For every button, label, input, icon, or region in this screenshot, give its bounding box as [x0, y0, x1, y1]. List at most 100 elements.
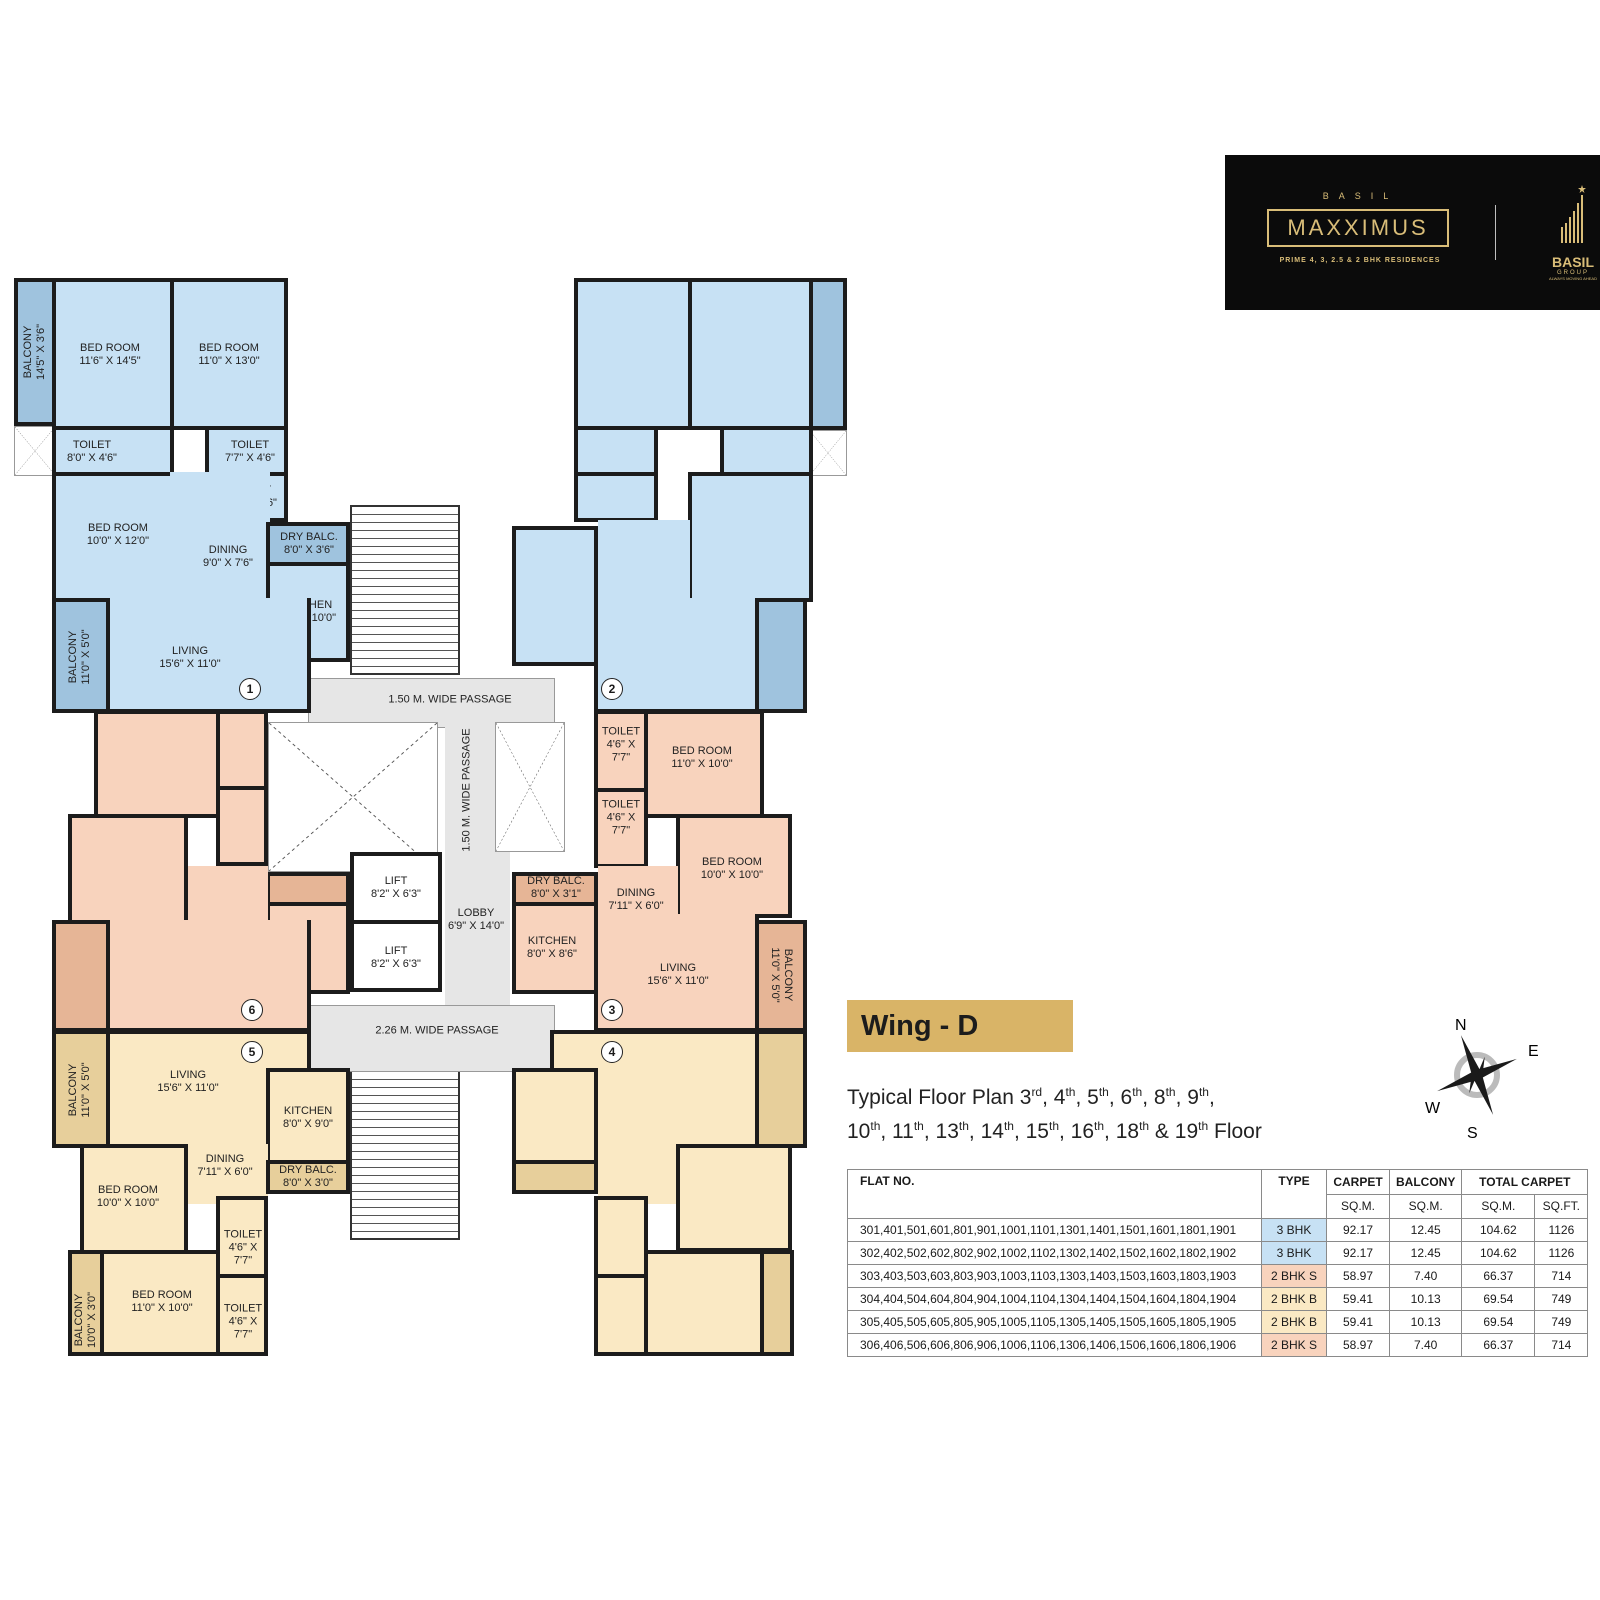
cell-flats: 302,402,502,602,802,902,1002,1102,1302,1… [847, 1241, 1262, 1265]
cell-balcony: 10.13 [1388, 1287, 1463, 1311]
table-row: 302,402,502,602,802,902,1002,1102,1302,1… [847, 1241, 1589, 1265]
cell-total-sqm: 66.37 [1461, 1264, 1536, 1288]
passage-bottom-label: 2.26 M. WIDE PASSAGE [375, 1024, 499, 1037]
flat6-toilet-2 [216, 786, 268, 866]
flat2-toilet-1 [574, 426, 658, 476]
flat3-bedroom-2 [676, 814, 792, 918]
cell-type: 3 BHK [1261, 1241, 1327, 1265]
flat5-kitchen [266, 1068, 350, 1164]
cell-total-sqft: 1126 [1534, 1218, 1589, 1242]
flat6-bedroom-1 [94, 710, 220, 818]
flat4-dining [598, 1144, 678, 1204]
flat4-dry-balcony [512, 1160, 598, 1194]
cell-balcony: 12.45 [1388, 1241, 1463, 1265]
svg-text:N: N [1455, 1017, 1467, 1034]
flat6-toilet-1 [216, 710, 268, 790]
table-row: 305,405,505,605,805,905,1005,1105,1305,1… [847, 1310, 1589, 1334]
cell-total-sqm: 69.54 [1461, 1310, 1536, 1334]
flat2-kitchen [512, 526, 598, 666]
table-row: 303,403,503,603,803,903,1003,1103,1303,1… [847, 1264, 1589, 1288]
cell-carpet: 59.41 [1326, 1287, 1390, 1311]
flat2-toilet-2 [720, 426, 813, 476]
cell-total-sqft: 749 [1534, 1287, 1589, 1311]
cell-total-sqm: 69.54 [1461, 1287, 1536, 1311]
flat1-toilet-2 [205, 426, 288, 476]
flat2-toilet-3 [574, 472, 658, 522]
building-bars-icon [1561, 185, 1586, 243]
floor-plan-caption-line-1: Typical Floor Plan 3rd, 4th, 5th, 6th, 8… [847, 1085, 1215, 1109]
cell-type: 2 BHK S [1261, 1333, 1327, 1357]
flat2-number-badge: 2 [601, 678, 623, 700]
passage-vertical-label: 1.50 M. WIDE PASSAGE [460, 728, 473, 852]
cell-flats: 303,403,503,603,803,903,1003,1103,1303,1… [847, 1264, 1262, 1288]
flat6-bedroom-2 [68, 814, 188, 924]
cell-type: 2 BHK B [1261, 1310, 1327, 1334]
compass: N E S W [1415, 1010, 1555, 1142]
flat5-toilet-2 [216, 1274, 268, 1356]
flat4-bedroom-2 [644, 1250, 764, 1356]
header-total-carpet: TOTAL CARPET [1461, 1169, 1589, 1195]
flat6-dining [188, 866, 268, 926]
flat3-toilet-2 [594, 788, 648, 868]
flat1-dining [170, 472, 270, 607]
duct-left [268, 722, 438, 872]
cell-flats: 304,404,504,604,804,904,1004,1104,1304,1… [847, 1287, 1262, 1311]
flat4-kitchen [512, 1068, 598, 1164]
cell-total-sqft: 714 [1534, 1264, 1589, 1288]
flat4-number-badge: 4 [601, 1041, 623, 1063]
header-flat-no: FLAT NO. [847, 1169, 1262, 1219]
wing-title: Wing - D [861, 1010, 979, 1042]
cell-carpet: 92.17 [1326, 1241, 1390, 1265]
group-sub: GROUP [1556, 270, 1589, 276]
floor-plan-caption-line-2: 10th, 11th, 13th, 14th, 15th, 16th, 18th… [847, 1119, 1262, 1143]
cell-total-sqft: 749 [1534, 1310, 1589, 1334]
staircase-top [350, 505, 460, 675]
cell-balcony: 10.13 [1388, 1310, 1463, 1334]
cell-type: 2 BHK B [1261, 1287, 1327, 1311]
flat3-balcony [755, 920, 807, 1032]
table-row: 304,404,504,604,804,904,1004,1104,1304,1… [847, 1287, 1589, 1311]
flat4-toilet-1 [594, 1196, 648, 1278]
flat5-dining [188, 1144, 268, 1204]
staircase-bottom [350, 1070, 460, 1240]
unit-carpet: SQ.M. [1326, 1193, 1390, 1219]
brand-banner: BASIL MAXXIMUS PRIME 4, 3, 2.5 & 2 BHK R… [1225, 155, 1600, 310]
flat2-duct [809, 430, 847, 476]
flat3-dry-balcony-label: DRY BALC.8'0" X 3'1" [527, 875, 585, 900]
flat2-bedroom-1 [574, 278, 692, 430]
flat3-kitchen [512, 902, 598, 994]
flat5-dry-balcony [266, 1160, 350, 1194]
flat5-dry-balcony-label: DRY BALC.8'0" X 3'0" [279, 1164, 337, 1189]
flat4-balcony-1 [755, 1030, 807, 1148]
flat1-number-badge: 1 [239, 678, 261, 700]
area-table: FLAT NO. TYPE CARPET BALCONY TOTAL CARPE… [847, 1169, 1589, 1357]
cell-total-sqft: 714 [1534, 1333, 1589, 1357]
flat1-living [106, 598, 311, 713]
svg-text:S: S [1467, 1125, 1478, 1140]
flat6-dry-balcony [266, 872, 350, 906]
svg-text:E: E [1528, 1043, 1539, 1060]
header-type: TYPE [1261, 1169, 1327, 1219]
project-prefix: BASIL [1322, 191, 1399, 201]
unit-total-sqm: SQ.M. [1461, 1193, 1536, 1219]
table-header-row: FLAT NO. TYPE CARPET BALCONY TOTAL CARPE… [847, 1169, 1589, 1219]
project-logo: MAXXIMUS [1267, 209, 1449, 247]
flat5-bedroom-1 [80, 1144, 188, 1254]
floor-plan-caption: Typical Floor Plan 3rd, 4th, 5th, 6th, 8… [847, 1078, 1262, 1146]
